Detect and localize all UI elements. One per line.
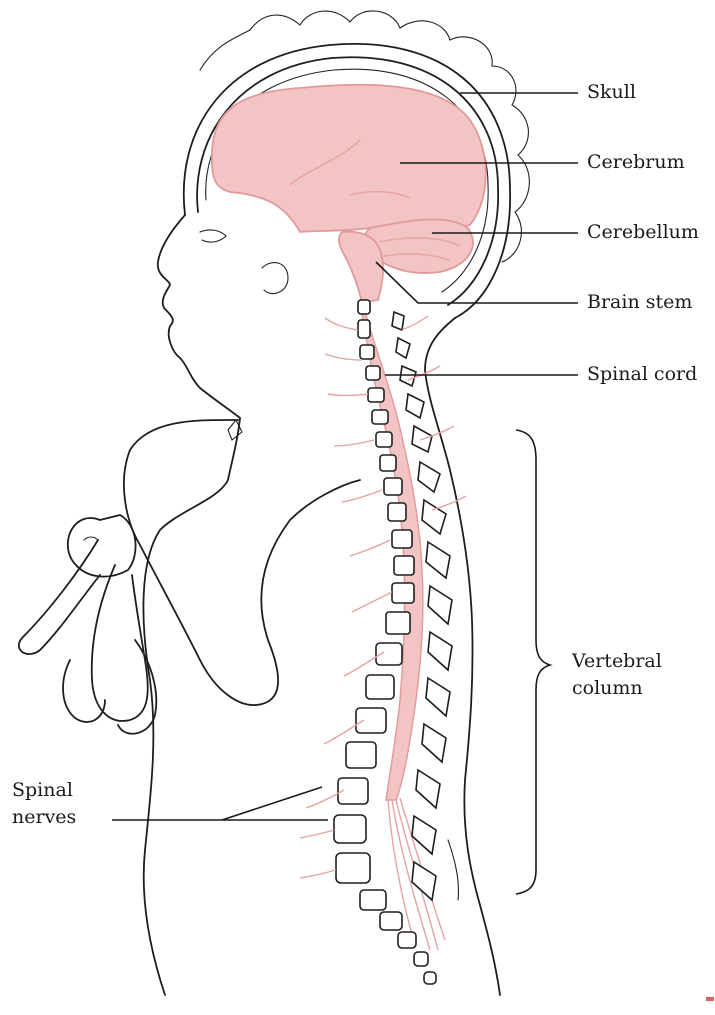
corner-mark	[706, 997, 714, 1001]
label-cerebrum: Cerebrum	[587, 151, 685, 175]
label-spinal-cord: Spinal cord	[587, 363, 697, 387]
label-cerebellum: Cerebellum	[587, 221, 699, 245]
label-spinal-nerves-line2: nerves	[12, 806, 76, 830]
label-brain-stem: Brain stem	[587, 291, 692, 315]
label-vertebral-column-line1: Vertebral	[572, 650, 662, 674]
label-skull: Skull	[587, 81, 636, 105]
label-spinal-nerves-line1: Spinal	[12, 779, 73, 803]
brain	[212, 85, 486, 302]
vertebral-column-brace	[516, 430, 550, 894]
face-profile	[158, 215, 288, 418]
label-vertebral-column-line2: column	[572, 677, 643, 701]
spinal-nerves-leader-upper	[222, 787, 322, 820]
artist-signature	[448, 840, 458, 900]
stuffed-bunny	[19, 515, 156, 734]
